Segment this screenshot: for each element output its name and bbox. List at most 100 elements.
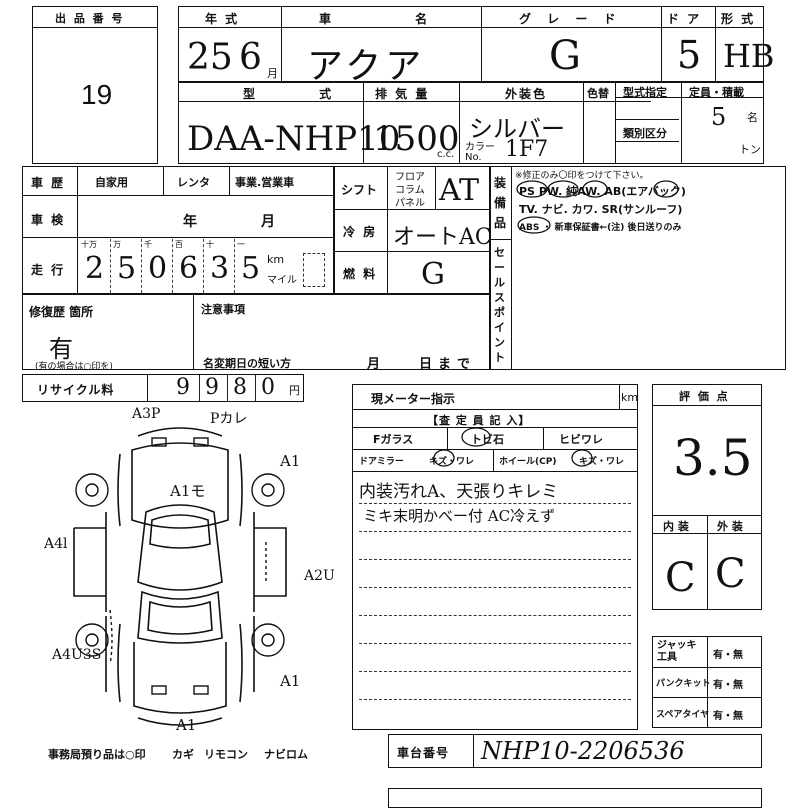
displacement-value: 1500 <box>373 119 460 159</box>
history-private[interactable]: 自家用 <box>95 176 128 189</box>
score-label: 評 価 点 <box>679 390 730 403</box>
mileage-digit-label: 万 <box>113 240 121 249</box>
footer-navi-rom[interactable]: ナビロム <box>264 748 308 761</box>
chassis-block: 車台番号 NHP10-2206536 <box>388 734 762 768</box>
chassis-value: NHP10-2206536 <box>481 737 685 765</box>
footer-remote[interactable]: リモコン <box>204 748 248 761</box>
mark-a2u: A2U <box>304 568 335 584</box>
shaken-year: 年 <box>183 214 199 230</box>
repair-value: 有 <box>49 335 73 363</box>
body-type-label: 形 式 <box>721 12 756 26</box>
score-value: 3.5 <box>673 429 753 487</box>
capacity-value: 5 <box>711 103 727 131</box>
deadline-month: 月 <box>367 357 383 372</box>
km-unit: km <box>267 253 285 266</box>
mirror-option[interactable]: キズ・ワレ <box>429 457 475 467</box>
mileage-digit-label: 百 <box>175 240 183 249</box>
doors-value: 5 <box>677 33 702 77</box>
jack-option[interactable]: 有・無 <box>713 650 743 661</box>
body-type-value: HB <box>723 37 775 75</box>
shift-floor[interactable]: フロア <box>395 172 425 183</box>
ac-label: 冷 房 <box>343 225 378 239</box>
recycle-digit: 0 <box>255 375 283 401</box>
year-value: 25 <box>187 37 233 78</box>
glass-label[interactable]: Fガラス <box>373 433 414 446</box>
meter-label: 現メーター指示 <box>371 392 456 406</box>
shift-label: シフト <box>341 183 378 197</box>
mark-a3p: A3P <box>132 406 161 422</box>
history-commercial[interactable]: 事業.営業車 <box>235 176 295 189</box>
equipment-row1[interactable]: PS PW. 純AW. AB(エアバック) <box>519 185 686 198</box>
mark-a4u3s: A4U3S <box>52 647 102 663</box>
exterior-color-value: シルバー <box>469 115 565 143</box>
fuel-label: 燃 料 <box>343 267 378 281</box>
history-rental[interactable]: レンタ <box>177 176 210 189</box>
mileage-digit: 2 <box>85 251 105 286</box>
mark-a1-rear: A1 <box>176 716 197 734</box>
recycle-unit: 円 <box>289 384 300 397</box>
mileage-digit: 5 <box>117 251 137 286</box>
exterior-color-label: 外装色 <box>505 87 548 101</box>
mileage-digit-label: 一 <box>237 240 245 249</box>
grade-label: グ レ ー ド <box>519 12 622 26</box>
category-label: 類別区分 <box>623 127 667 140</box>
shift-value: AT <box>439 173 480 208</box>
wheel-option[interactable]: キズ・ワレ <box>579 457 625 467</box>
mile-checkbox[interactable] <box>303 253 325 287</box>
exterior-value: C <box>715 551 746 597</box>
footer-key[interactable]: カギ <box>172 748 194 761</box>
mileage-digit-label: 千 <box>144 240 152 249</box>
meter-unit: km <box>621 391 639 404</box>
recycle-digit: 9 <box>176 375 190 400</box>
repair-note: (有の場合は○印を) <box>35 362 113 372</box>
tools-block: ジャッキ 工具 有・無 パンクキット 有・無 スペアタイヤ 有・無 <box>652 636 762 728</box>
persons-unit: 名 <box>747 111 758 124</box>
office-note: 事務局預り品は○印 <box>48 748 146 761</box>
crack-label[interactable]: ヒビワレ <box>559 433 603 446</box>
type-designation-label: 型式指定 <box>623 86 667 99</box>
color-code-label: カラー No. <box>465 142 495 163</box>
interior-value: C <box>665 555 696 601</box>
mark-a1-right-rear: A1 <box>280 672 301 690</box>
wheel-label[interactable]: ホイール(CP) <box>499 457 557 467</box>
lot-box: 出 品 番 号 19 <box>32 6 158 164</box>
inspector-header: 【査 定 員 記 入】 <box>427 414 531 427</box>
cc-unit: c.c. <box>437 149 455 160</box>
shift-column[interactable]: コラム <box>395 185 425 196</box>
score-block: 評 価 点 3.5 内 装 外 装 C C <box>652 384 762 610</box>
mileage-label: 走 行 <box>31 263 66 277</box>
ac-value: オートAC <box>393 225 492 250</box>
mirror-label[interactable]: ドアミラー <box>359 457 404 467</box>
drive-block: シフト フロア コラム パネル AT 冷 房 オートAC 燃 料 G <box>334 166 492 294</box>
year-label: 年 式 <box>205 12 240 26</box>
inspector-circles <box>433 427 593 467</box>
car-name-label: 車 名 <box>319 12 468 26</box>
equipment-block: 装備品 セールスポイント ※修正のみ〇印をつけて下さい。 PS PW. 純AW.… <box>490 166 786 370</box>
mileage-digit: 5 <box>241 251 261 286</box>
shaken-month: 月 <box>261 214 277 230</box>
equipment-label: 装備品 <box>494 176 507 230</box>
inspector-note-2: ミキ末明かべー付 AC冷えず <box>363 507 556 525</box>
spare-option[interactable]: 有・無 <box>713 711 743 722</box>
doors-label: ド ア <box>667 12 702 26</box>
chip-label[interactable]: トビ石 <box>471 433 504 446</box>
shaken-label: 車 検 <box>31 213 66 227</box>
inspector-note-1: 内装汚れA、天張りキレミ <box>359 482 559 502</box>
capacity-label: 定員・積載 <box>689 86 744 99</box>
shift-panel[interactable]: パネル <box>395 198 425 209</box>
mileage-digit: 0 <box>148 251 168 286</box>
color-change-label: 色替 <box>587 87 609 100</box>
mark-a1-right-front: A1 <box>280 452 301 470</box>
recycle-digit: 8 <box>227 375 255 401</box>
equipment-row3[interactable]: ABS ・ 新車保証書←(注) 後日送りのみ <box>519 223 682 233</box>
vehicle-header: 年 式 車 名 グ レ ー ド ド ア 形 式 25 6 月 アクア G 5 H… <box>178 6 774 87</box>
puncture-option[interactable]: 有・無 <box>713 680 743 691</box>
mileage-digit-label: 十 <box>206 240 214 249</box>
equipment-row2[interactable]: TV. ナビ. カワ. SR(サンルーフ) <box>519 203 683 216</box>
jack-label: ジャッキ 工具 <box>657 640 697 663</box>
